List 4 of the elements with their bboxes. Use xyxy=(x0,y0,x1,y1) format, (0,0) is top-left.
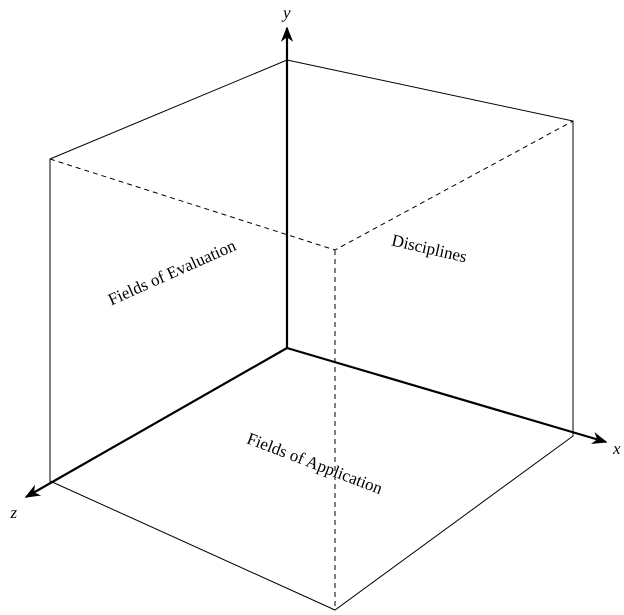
axis-label: x xyxy=(613,440,621,456)
axis-label: y xyxy=(283,4,291,20)
face-label: Disciplines xyxy=(390,231,468,265)
axis-label: z xyxy=(10,504,18,520)
